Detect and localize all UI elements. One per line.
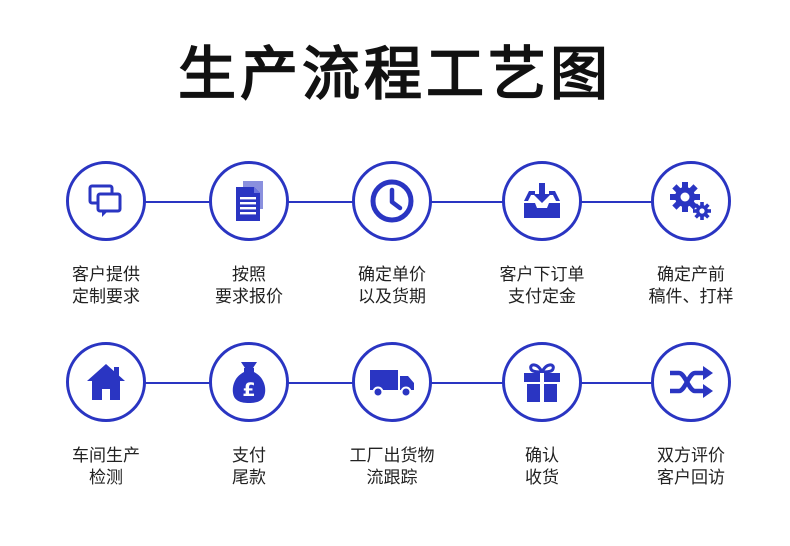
step-label: 工厂出货物 流跟踪 bbox=[349, 446, 435, 488]
inbox-download-icon bbox=[524, 183, 560, 218]
step-label: 确定单价 以及货期 bbox=[358, 265, 426, 307]
step-circle bbox=[502, 342, 582, 422]
gift-icon bbox=[524, 363, 560, 402]
step-circle bbox=[651, 342, 731, 422]
chat-bubbles-icon bbox=[88, 184, 122, 217]
step-circle: £ bbox=[209, 342, 289, 422]
page-title: 生产流程工艺图 bbox=[177, 40, 612, 108]
gears-icon bbox=[670, 182, 711, 220]
step-circle bbox=[502, 161, 582, 241]
step-circle bbox=[66, 161, 146, 241]
money-bag-icon: £ bbox=[232, 362, 266, 403]
step-circle bbox=[352, 161, 432, 241]
shuffle-icon bbox=[670, 366, 713, 398]
house-icon bbox=[87, 364, 125, 400]
step-circle bbox=[352, 342, 432, 422]
step-label: 按照 要求报价 bbox=[215, 265, 283, 307]
step-circle bbox=[209, 161, 289, 241]
documents-icon bbox=[236, 181, 263, 221]
step-label: 双方评价 客户回访 bbox=[657, 446, 725, 488]
step-label: 客户提供 定制要求 bbox=[72, 265, 140, 307]
step-label: 支付 尾款 bbox=[232, 446, 266, 488]
truck-icon bbox=[370, 370, 414, 398]
step-circle bbox=[651, 161, 731, 241]
step-label: 车间生产 检测 bbox=[72, 446, 140, 488]
step-circle bbox=[66, 342, 146, 422]
step-label: 确认 收货 bbox=[525, 446, 559, 488]
clock-icon bbox=[370, 179, 414, 223]
step-label: 客户下订单 支付定金 bbox=[499, 265, 585, 307]
svg-text:£: £ bbox=[242, 379, 255, 401]
step-label: 确定产前 稿件、打样 bbox=[648, 265, 734, 307]
